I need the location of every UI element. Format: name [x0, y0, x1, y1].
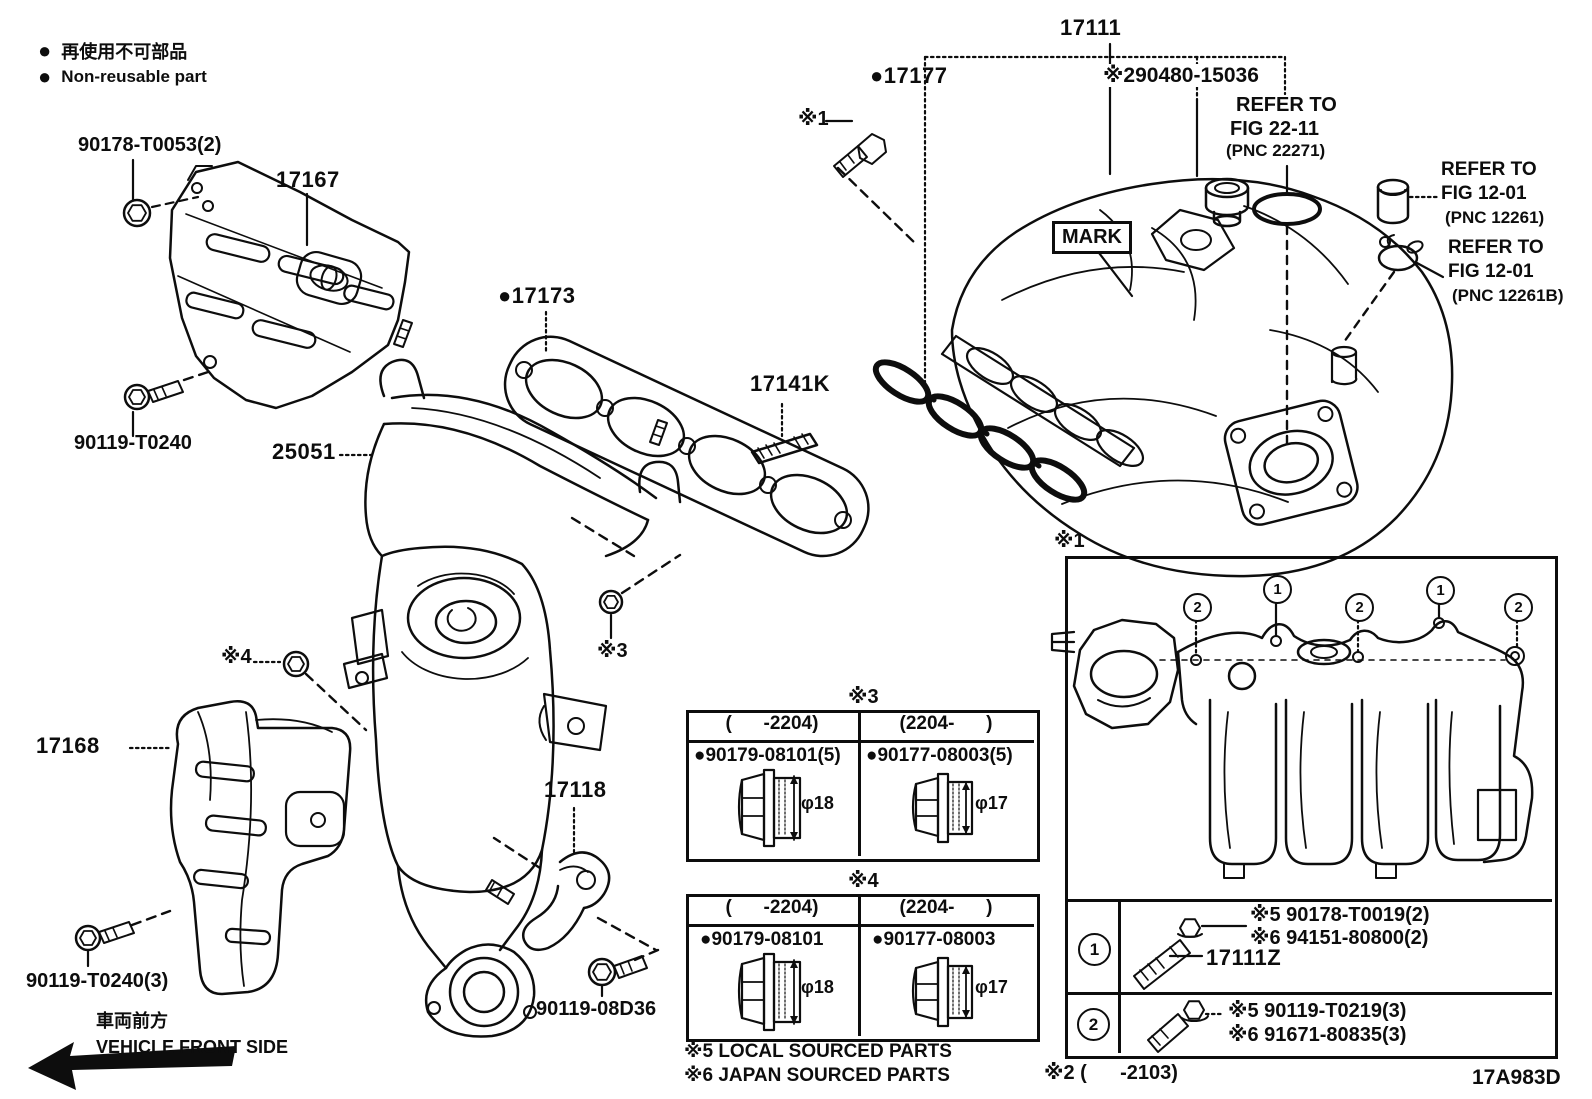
part-label-17173: ●17173: [498, 283, 576, 308]
bolt-90119-08d36-drawing: [587, 955, 648, 998]
bolt-90178-t0053-drawing: [122, 158, 200, 228]
table3-col-divider: [858, 710, 861, 856]
bolt-90119-t0240-drawing: [123, 370, 210, 438]
stud-17141k-drawing: [750, 402, 819, 465]
hose-12261-drawing: [1376, 178, 1439, 225]
clamp-12261b-drawing: [1342, 234, 1445, 344]
exhaust-manifold-25051-drawing: [338, 319, 682, 1038]
refer-fig1201a-line1: REFER TO: [1441, 159, 1537, 180]
callout-2-b: 2: [1345, 593, 1374, 622]
part-label-17111: 17111: [1060, 15, 1122, 40]
part-label-90119-08d36: 90119-08D36: [536, 998, 657, 1020]
inset-row-divider-2: [1065, 992, 1552, 995]
nut-ref3-drawing: [598, 553, 682, 640]
legend-en-text: Non-reusable part: [61, 67, 207, 86]
vehicle-front-arrow-icon: [28, 1042, 236, 1090]
table4-part-after: ●90177-08003: [872, 929, 996, 950]
legend-nonreusable-jp: ● 再使用不可部品: [38, 38, 187, 64]
callout-2-c: 2: [1504, 593, 1533, 622]
callout-1-b: 1: [1426, 576, 1455, 605]
bullet-icon: ●: [38, 64, 52, 89]
callout-2-a: 2: [1183, 593, 1212, 622]
ref1-bolt-label: ※1: [798, 108, 829, 130]
mark-label-box: MARK: [1052, 221, 1132, 254]
intake-manifold-17111-drawing: [940, 177, 1454, 578]
bolt-ref1-drawing: [824, 119, 920, 248]
exhaust-gasket-17173-drawing: [503, 310, 870, 558]
vehicle-front-jp: 車両前方: [96, 1011, 168, 1031]
table4-dia-after: φ17: [975, 977, 1008, 997]
inset-row1-pn-japan: ※6 94151-80800(2): [1250, 927, 1429, 949]
legend-nonreusable-en: ● Non-reusable part: [38, 66, 207, 88]
refer-fig2211-line2: FIG 22-11: [1230, 118, 1319, 140]
inset-bolt-drawing: [1147, 1000, 1224, 1053]
table3-col-after: (2204- ): [899, 713, 993, 734]
table3-border: [686, 710, 1040, 862]
refer-fig1201b-line3: (PNC 12261B): [1452, 286, 1564, 305]
ref3-label: ※3: [597, 640, 628, 662]
intake-gasket-17177-drawing: [872, 359, 1088, 503]
table-nut-glyph-phi17: [911, 772, 974, 844]
table4-dia-before: φ18: [801, 977, 834, 997]
nut-ref4-drawing: [252, 650, 368, 732]
cap-22271-drawing: [1204, 177, 1322, 446]
inset-footnote: ※2 ( -2103): [1044, 1062, 1178, 1084]
inset-stud-17111z-drawing: [1133, 918, 1248, 990]
part-label-17167: 17167: [276, 167, 340, 192]
table4-part-before: ●90179-08101: [700, 929, 824, 950]
part-label-25051: 25051: [272, 439, 336, 464]
bolt-90119-t0240-3-drawing: [74, 909, 172, 968]
callout-1-a: 1: [1263, 575, 1292, 604]
table4-caption: ※4: [848, 870, 879, 892]
part-label-90178-t0053: 90178-T0053(2): [78, 134, 222, 156]
inset-row2-pn-local: ※5 90119-T0219(3): [1228, 1000, 1407, 1022]
part-label-90119-t0240: 90119-T0240: [74, 432, 192, 454]
table3-caption: ※3: [848, 686, 879, 708]
diagram-code: 17A983D: [1472, 1066, 1561, 1089]
part-label-17168: 17168: [36, 733, 100, 758]
toyota-emblem-icon: [295, 250, 363, 306]
refer-fig1201b-line1: REFER TO: [1448, 237, 1544, 258]
bracket-17118-drawing: [485, 806, 660, 964]
table3-dia-after: φ17: [975, 793, 1008, 813]
ref4-label: ※4: [221, 646, 252, 668]
inset-row1-stud-label: 17111Z: [1206, 945, 1282, 970]
note-local-sourced: ※5 LOCAL SOURCED PARTS: [684, 1041, 952, 1062]
inset-row-divider-1: [1065, 899, 1552, 902]
table3-col-before: ( -2204): [725, 713, 819, 734]
part-label-290480: ※290480-15036: [1100, 64, 1262, 88]
refer-fig1201a-line2: FIG 12-01: [1441, 183, 1527, 204]
table4-col-divider: [858, 894, 861, 1036]
note-japan-sourced: ※6 JAPAN SOURCED PARTS: [684, 1065, 950, 1086]
refer-fig2211-line3: (PNC 22271): [1226, 141, 1326, 160]
inset-row2-num: 2: [1077, 1008, 1110, 1041]
vehicle-front-en: VEHICLE FRONT SIDE: [96, 1037, 289, 1057]
heat-shield-upper-drawing: [168, 160, 411, 410]
table4-col-before: ( -2204): [725, 897, 819, 918]
inset-row1-pn-local: ※5 90178-T0019(2): [1250, 904, 1430, 926]
table3-dia-before: φ18: [801, 793, 834, 813]
table-nut-glyph-phi18: [737, 768, 802, 848]
heat-shield-lower-drawing: [128, 700, 352, 996]
inset-col-divider: [1118, 899, 1121, 1053]
table3-part-before: ●90179-08101(5): [694, 745, 841, 766]
refer-fig1201a-line3: (PNC 12261): [1445, 208, 1545, 227]
table3-part-after: ●90177-08003(5): [866, 745, 1013, 766]
table4-border: [686, 894, 1040, 1042]
refer-fig1201b-line2: FIG 12-01: [1448, 261, 1534, 282]
refer-fig2211-line1: REFER TO: [1236, 94, 1337, 116]
inset-title: ※1: [1054, 530, 1085, 552]
part-label-90119-t0240-3: 90119-T0240(3): [26, 970, 169, 992]
part-label-17118: 17118: [544, 777, 607, 802]
inset-row2-pn-japan: ※6 91671-80835(3): [1228, 1024, 1407, 1046]
part-label-17177: ●17177: [870, 63, 948, 88]
legend-jp-text: 再使用不可部品: [61, 42, 188, 62]
bullet-icon: ●: [38, 38, 52, 63]
inset-row1-num: 1: [1078, 933, 1111, 966]
table4-col-after: (2204- ): [899, 897, 993, 918]
inset-border: [1065, 556, 1558, 1059]
inset-manifold-drawing: [1050, 600, 1534, 879]
part-label-17141k: 17141K: [750, 371, 831, 396]
